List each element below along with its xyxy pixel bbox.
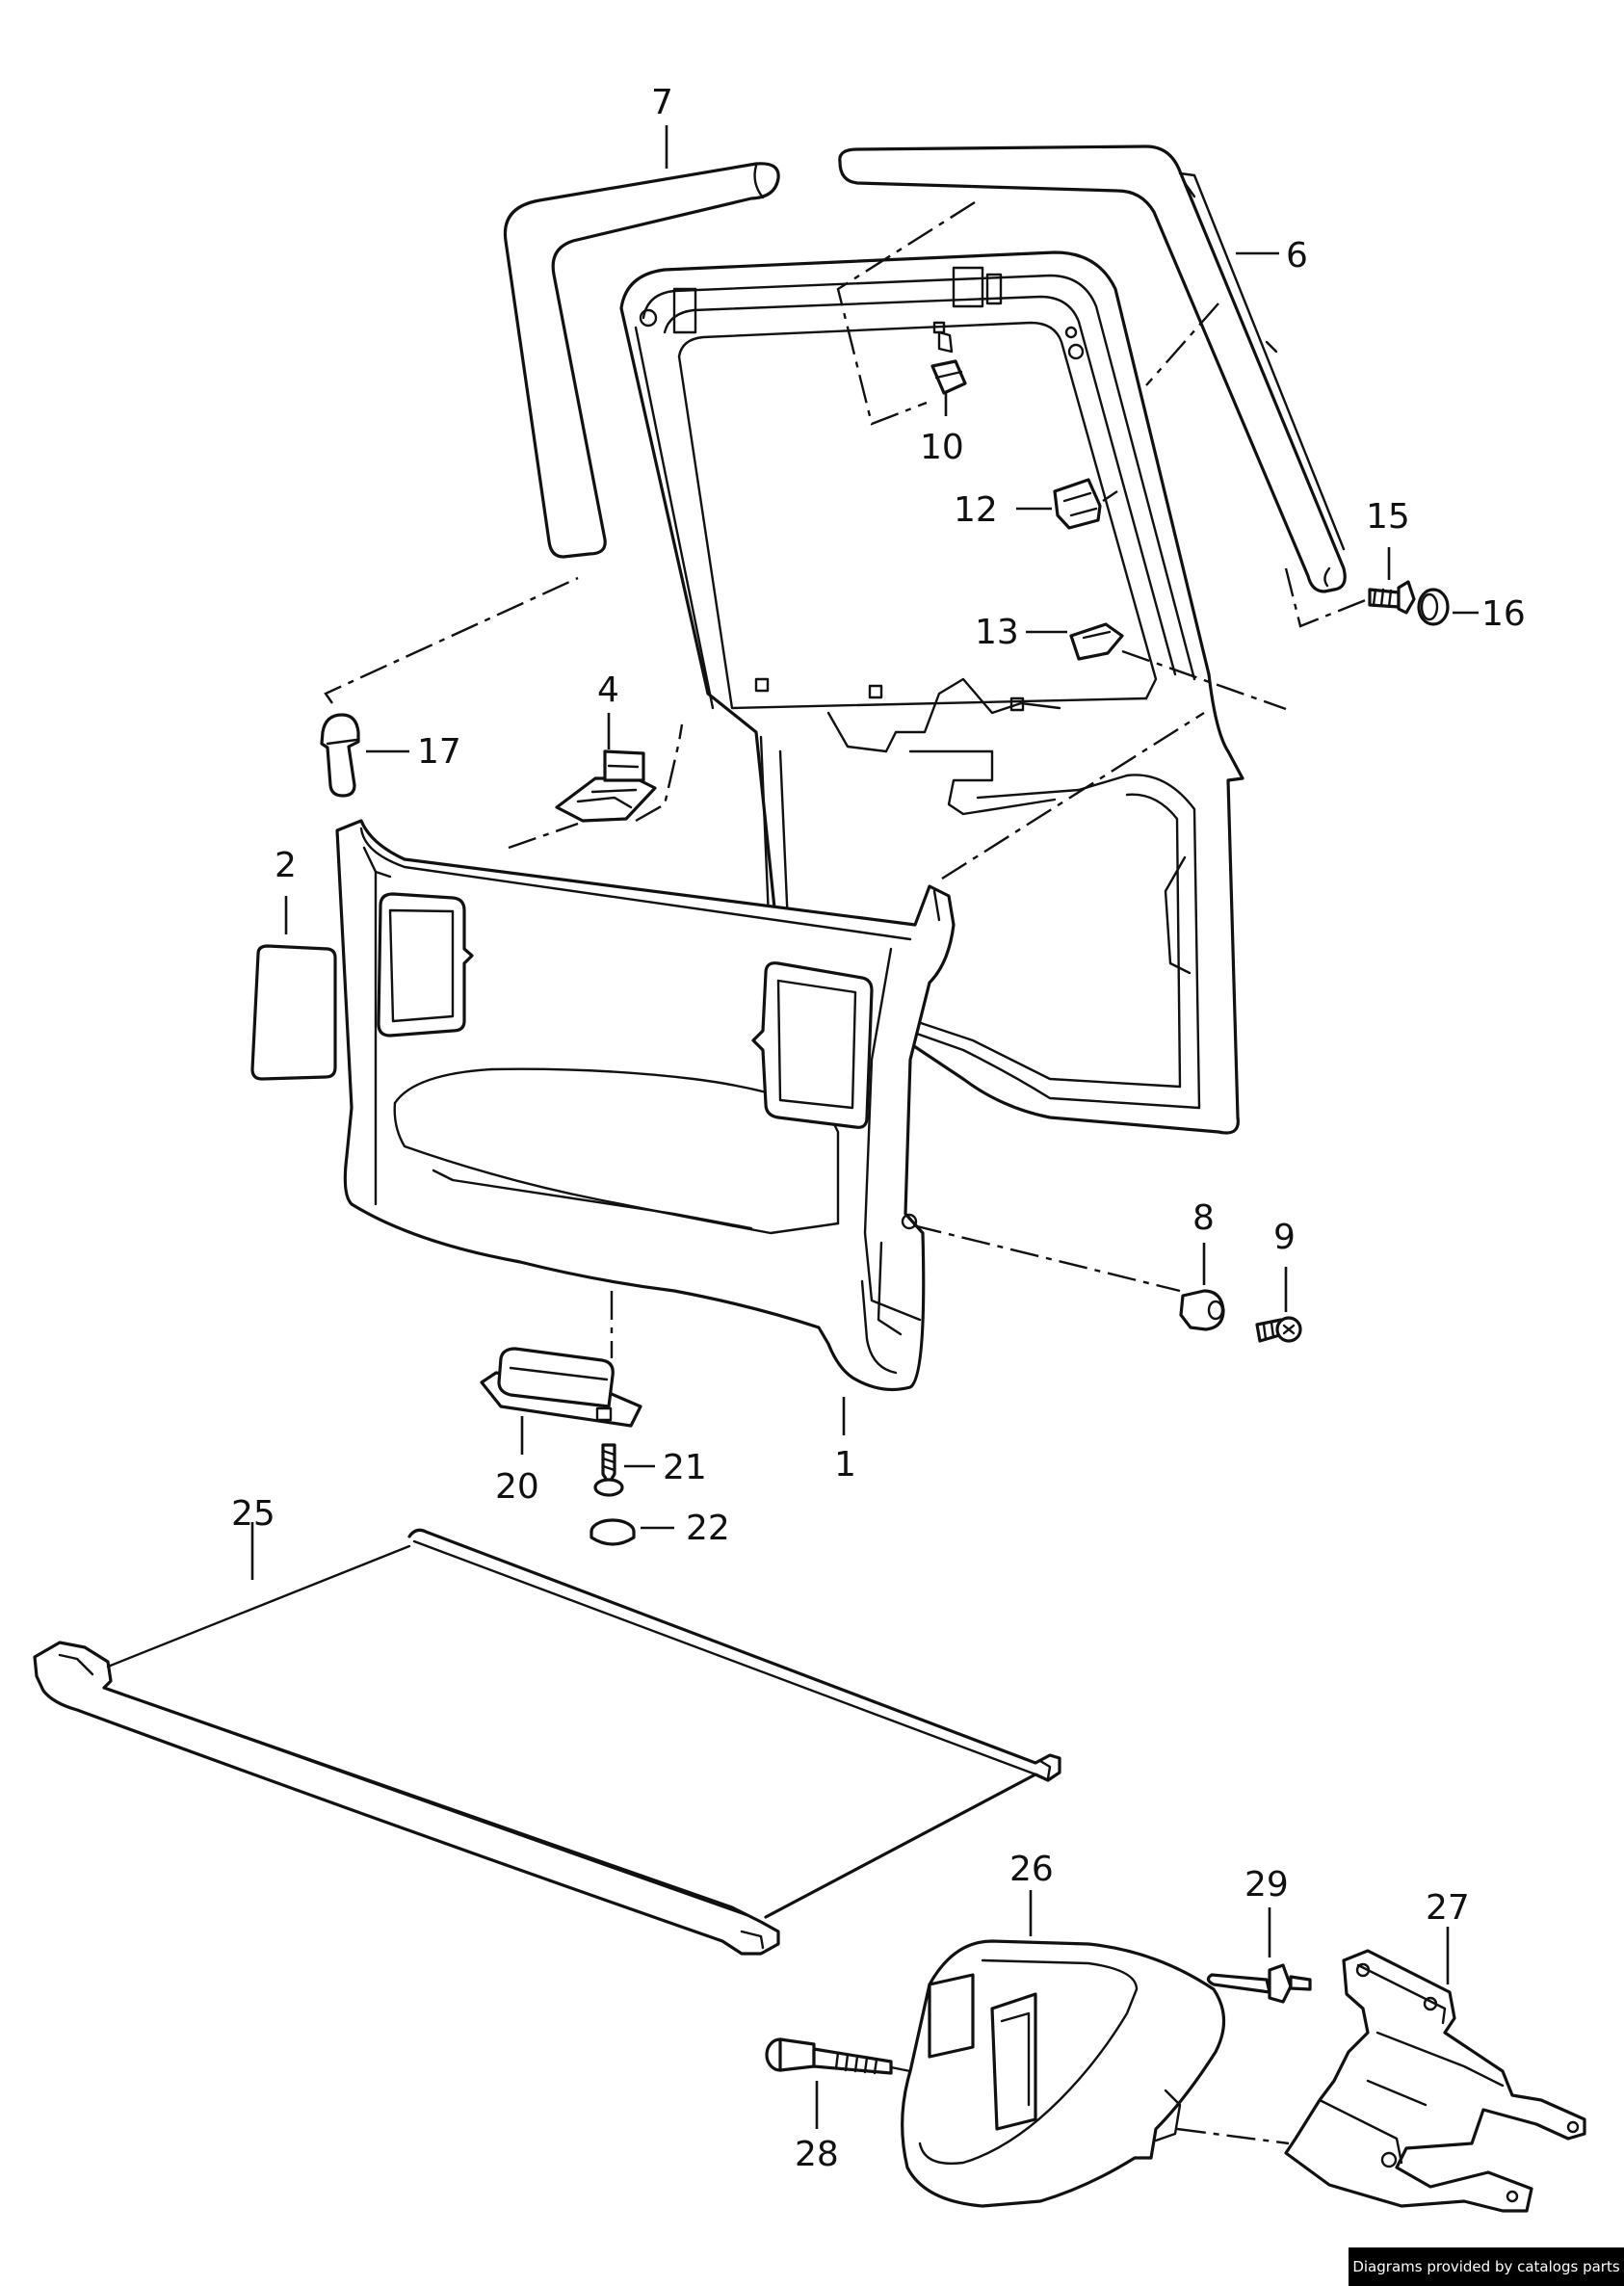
part-9-screw [1255, 1267, 1302, 1343]
part-25-luggage-cover [33, 1522, 1061, 1956]
callout-29: 29 [1244, 1865, 1289, 1905]
callout-26: 26 [1009, 1850, 1054, 1889]
part-15-screw [1284, 547, 1416, 628]
callout-8: 8 [1192, 1198, 1215, 1238]
part-13-clip [1026, 622, 1287, 711]
callout-28: 28 [795, 2135, 839, 2174]
callout-25: 25 [231, 1494, 275, 1534]
callout-4: 4 [597, 670, 619, 710]
part-7-trim-strip [503, 162, 780, 559]
part-6-connector [1145, 302, 1219, 386]
part-2-cover [250, 896, 337, 1081]
part-27-bracket [1284, 1927, 1586, 2213]
watermark-text: Diagrams provided by catalogs parts [1352, 2258, 1620, 2275]
callout-27: 27 [1426, 1888, 1470, 1928]
callout-7: 7 [651, 83, 673, 122]
part-20-lamp [480, 1291, 642, 1455]
callout-17: 17 [417, 732, 461, 772]
part-8-clip [1179, 1243, 1225, 1331]
callout-2: 2 [275, 846, 297, 885]
part-4-bracket [555, 713, 684, 823]
part-26-housing [901, 1890, 1290, 2208]
part-2-connector [508, 822, 579, 850]
part-22-cap [589, 1518, 674, 1546]
part-28-bolt [765, 2037, 911, 2129]
callout-10: 10 [920, 428, 964, 467]
part-12-clip [1016, 478, 1118, 530]
part-6-trim-strip [838, 145, 1347, 593]
callout-21: 21 [663, 1448, 707, 1487]
callout-22: 22 [686, 1509, 730, 1548]
callout-labels: 7 6 10 12 15 16 13 4 17 2 8 9 1 21 20 22… [231, 83, 1526, 2174]
callout-15: 15 [1366, 497, 1410, 537]
callout-12: 12 [954, 490, 998, 530]
callout-13: 13 [975, 613, 1019, 652]
callout-16: 16 [1481, 594, 1526, 634]
callout-6: 6 [1286, 236, 1308, 276]
watermark-badge: Diagrams provided by catalogs parts [1349, 2247, 1624, 2286]
part-21-screw [593, 1443, 655, 1497]
callout-20: 20 [495, 1467, 539, 1507]
part-1-connector [941, 711, 1205, 880]
part-16-cap [1417, 588, 1479, 626]
part-17-plug [320, 576, 579, 798]
part-1-trim-panel [335, 819, 1181, 1435]
callout-9: 9 [1273, 1218, 1296, 1257]
callout-1: 1 [834, 1445, 856, 1485]
part-10-clip [836, 200, 976, 426]
part-29-rivet [1206, 1907, 1312, 2004]
